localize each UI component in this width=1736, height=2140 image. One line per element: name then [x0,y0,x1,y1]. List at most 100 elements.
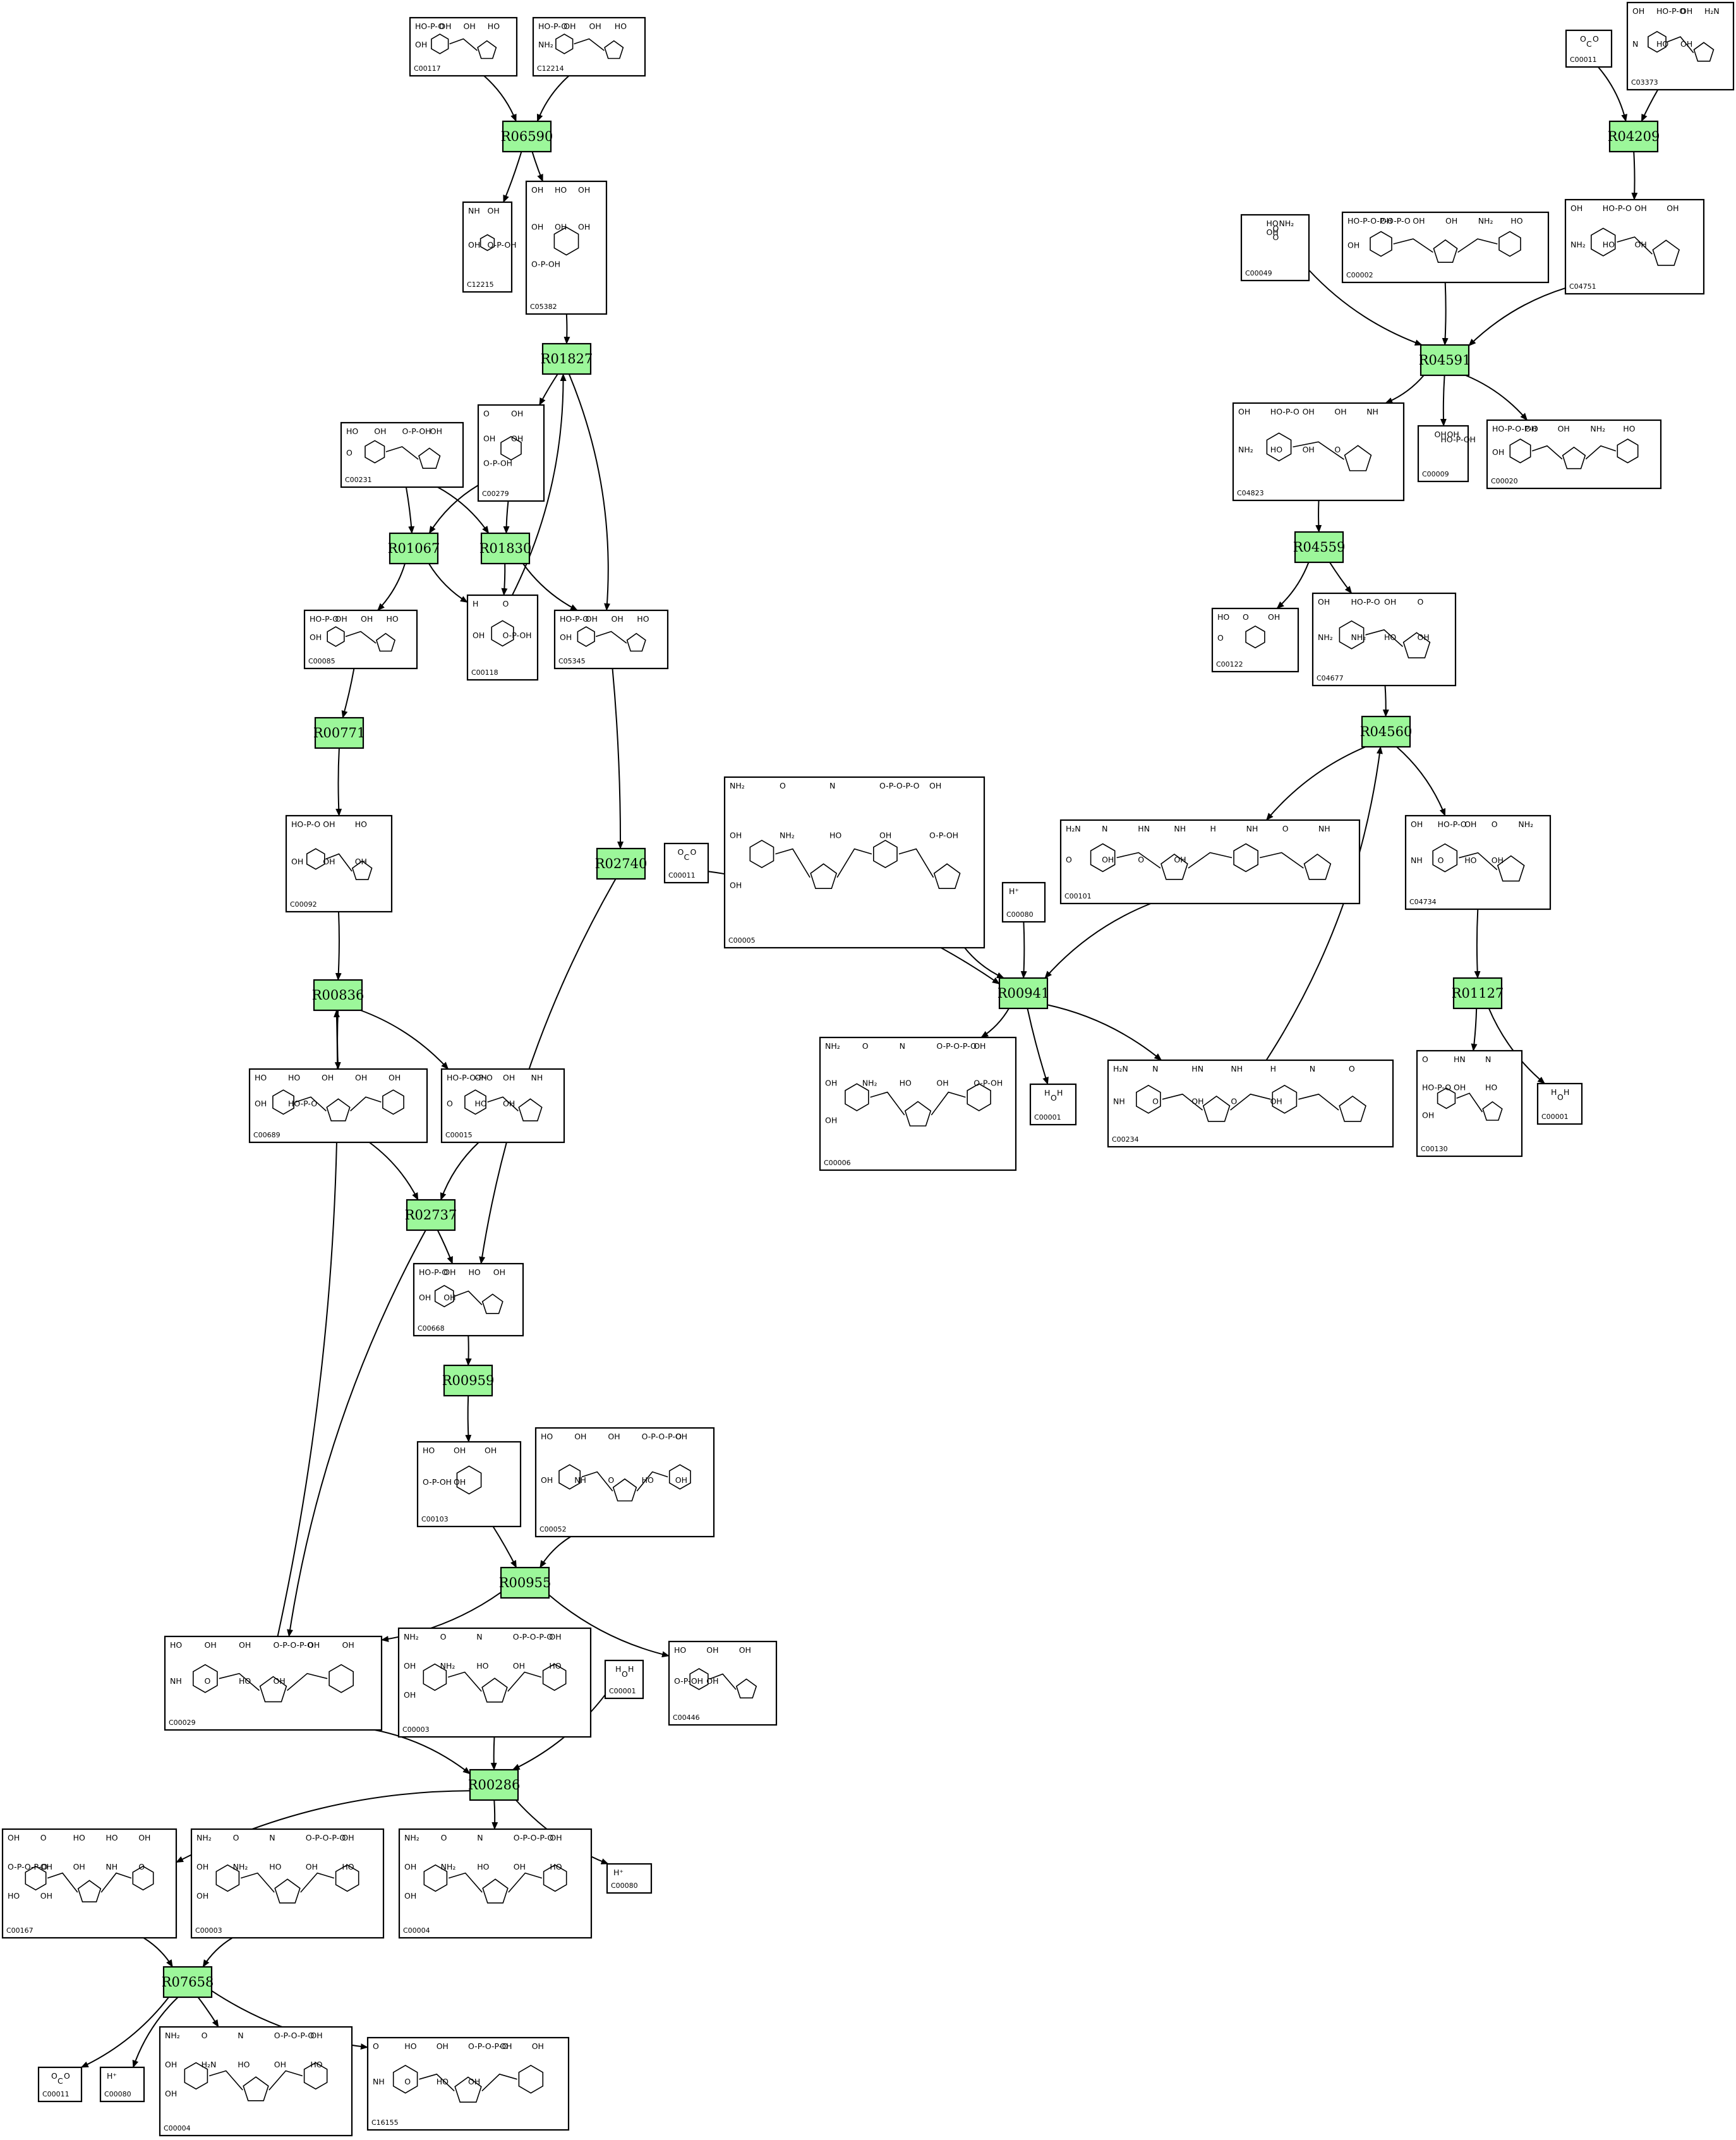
atom-label: OH [468,240,480,250]
compound-box [1486,419,1662,490]
atom-label: OH [430,426,442,436]
reaction-R00941[interactable]: R00941 [998,977,1050,1010]
atom-label: O [373,2041,379,2051]
reaction-R00286[interactable]: R00286 [468,1768,521,1801]
atom-label: OH [1270,1097,1282,1106]
reaction-R00959[interactable]: R00959 [442,1364,495,1397]
atom-label: O [404,2077,411,2086]
compound-c_C00080b[interactable]: H⁺C00080 [99,2066,145,2103]
reaction-R00771[interactable]: R00771 [313,716,366,749]
molecule-ring [542,1663,567,1691]
edge-c_C00049-to-R04591 [1308,269,1423,346]
atom-label: OH [342,1640,354,1650]
edge-c_C00231-to-R01830 [437,487,490,534]
reaction-box [1420,344,1470,377]
compound-id-label: C00052 [539,1525,567,1533]
reaction-R06590[interactable]: R06590 [501,120,553,153]
molecule-bond [100,1872,132,1893]
reaction-R01127[interactable]: R01127 [1452,977,1504,1010]
molecule-ring [500,436,522,461]
atom-label: NH₂ [233,1862,248,1871]
molecule-ring [1370,231,1392,257]
molecule-bond [595,631,627,644]
atom-label: NH₂ [1351,632,1366,642]
reaction-R02740[interactable]: R02740 [595,847,648,880]
reaction-R04560[interactable]: R04560 [1360,715,1413,748]
molecule-bond [487,1096,519,1111]
compound-c_C00080a[interactable]: H⁺C00080 [606,1863,653,1894]
reaction-R04209[interactable]: R04209 [1608,120,1660,153]
reaction-R01830[interactable]: R01830 [479,532,532,565]
atom-label: O-P-OH [674,1676,703,1686]
atom-label: HO [404,2041,416,2051]
reaction-R07658[interactable]: R07658 [162,1966,214,1998]
reaction-R04559[interactable]: R04559 [1293,531,1346,564]
edge-c_C00668-to-R00959 [465,1335,472,1366]
atom-label: OH [1635,203,1647,213]
compound-box [604,1659,644,1700]
reaction-R01827[interactable]: R01827 [541,342,593,375]
edge-R02737-to-c_C00029 [287,1230,426,1637]
atom-label: OH [730,831,742,840]
atom-label: OH [196,1891,208,1901]
reaction-R02737[interactable]: R02737 [405,1199,457,1231]
reaction-R00955[interactable]: R00955 [499,1566,552,1599]
reaction-R04591[interactable]: R04591 [1419,344,1471,377]
atom-label: OH [675,1432,687,1441]
atom-label: HN [1138,824,1150,833]
molecule-ring [1266,432,1292,462]
atom-label: HO [469,1267,481,1277]
reaction-label: R04559 [1293,540,1346,555]
molecule-ring [1437,1087,1456,1109]
reaction-R00836[interactable]: R00836 [312,979,365,1012]
compound-c_C00080c[interactable]: H⁺C00080 [1001,881,1046,923]
atom-label: HO [477,1862,489,1871]
atom-label: HO-P-O [291,819,320,829]
reaction-R01067[interactable]: R01067 [388,532,440,565]
